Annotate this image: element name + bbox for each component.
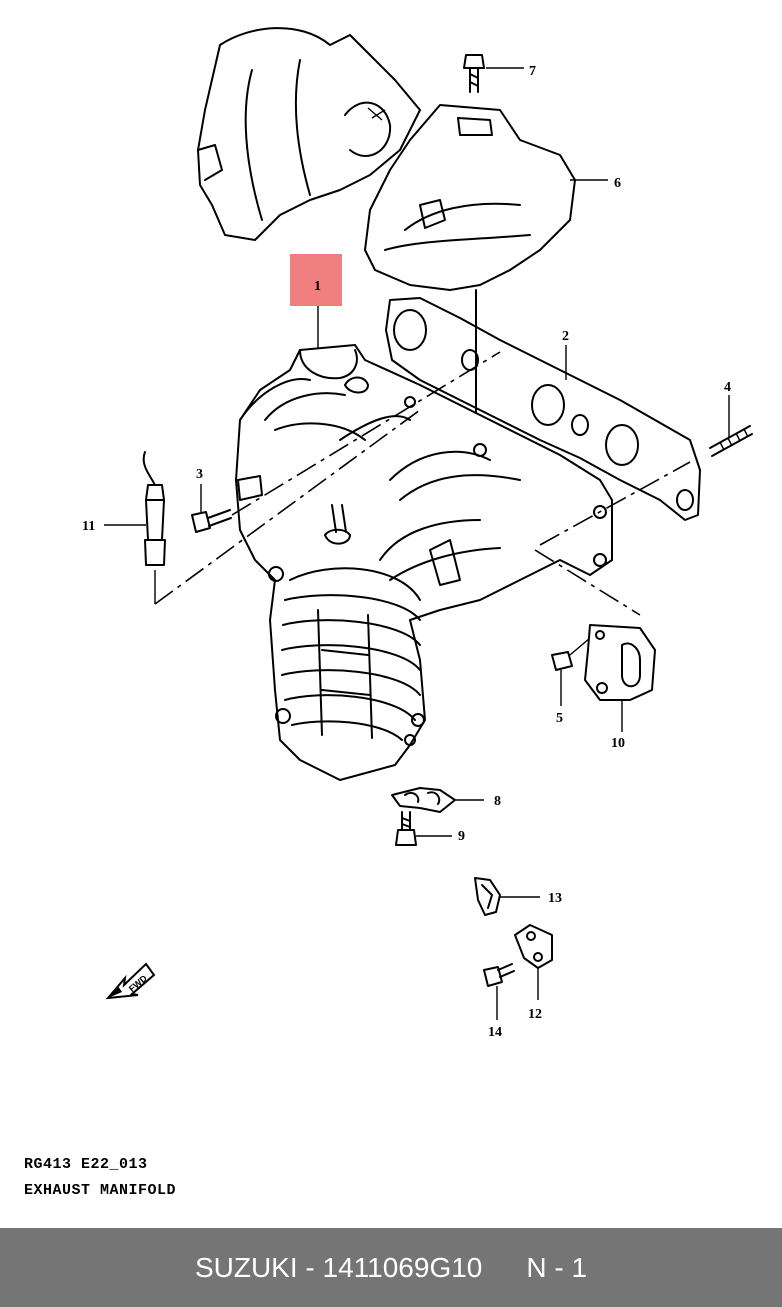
- fwd-arrow-icon: FWD: [105, 962, 156, 1000]
- callout-8: 8: [494, 794, 501, 809]
- callout-11: 11: [82, 519, 95, 534]
- heat-shield-6: [364, 104, 576, 291]
- footer-separator: -: [297, 1251, 323, 1283]
- clip-13: [474, 877, 540, 916]
- callout-12: 12: [528, 1007, 542, 1022]
- gasket-2: [385, 297, 701, 521]
- callout-2: 2: [562, 329, 569, 344]
- bolt-3: [191, 484, 232, 533]
- callout-13: 13: [548, 891, 562, 906]
- callout-14: 14: [488, 1025, 502, 1040]
- callout-1: 1: [314, 279, 321, 294]
- bracket-12: [514, 924, 553, 1000]
- callout-9: 9: [458, 829, 465, 844]
- callout-3: 3: [196, 467, 203, 482]
- bolt-14: [483, 963, 515, 1020]
- callout-1-highlight: [290, 254, 342, 306]
- callout-7: 7: [529, 64, 536, 79]
- footer-part-number: 1411069G10: [322, 1251, 483, 1283]
- diagram-title: EXHAUST MANIFOLD: [24, 1182, 177, 1199]
- diagram-code: RG413 E22_013: [24, 1156, 148, 1173]
- callout-6: 6: [614, 176, 621, 191]
- footer-position: N - 1: [526, 1251, 588, 1283]
- nut-5: [551, 637, 591, 706]
- bolt-7: [463, 54, 524, 93]
- part-info-footer: SUZUKI - 1411069G10 N - 1: [0, 1228, 782, 1307]
- exhaust-manifold-diagram: FWD 1 2 3 4 5 6 7 8 9 10 11 12 13 14: [82, 27, 753, 1040]
- bolt-9: [395, 811, 452, 846]
- oxygen-sensor-11: [104, 451, 166, 566]
- bracket-10: [584, 624, 656, 732]
- callout-4: 4: [724, 380, 731, 395]
- stud-4: [709, 395, 753, 457]
- callout-5: 5: [556, 711, 563, 726]
- bracket-8: [391, 787, 484, 813]
- manifold-assembly-1: [235, 344, 613, 781]
- footer-brand: SUZUKI: [194, 1251, 298, 1283]
- callout-10: 10: [611, 736, 625, 751]
- upper-heat-shield: [197, 27, 421, 241]
